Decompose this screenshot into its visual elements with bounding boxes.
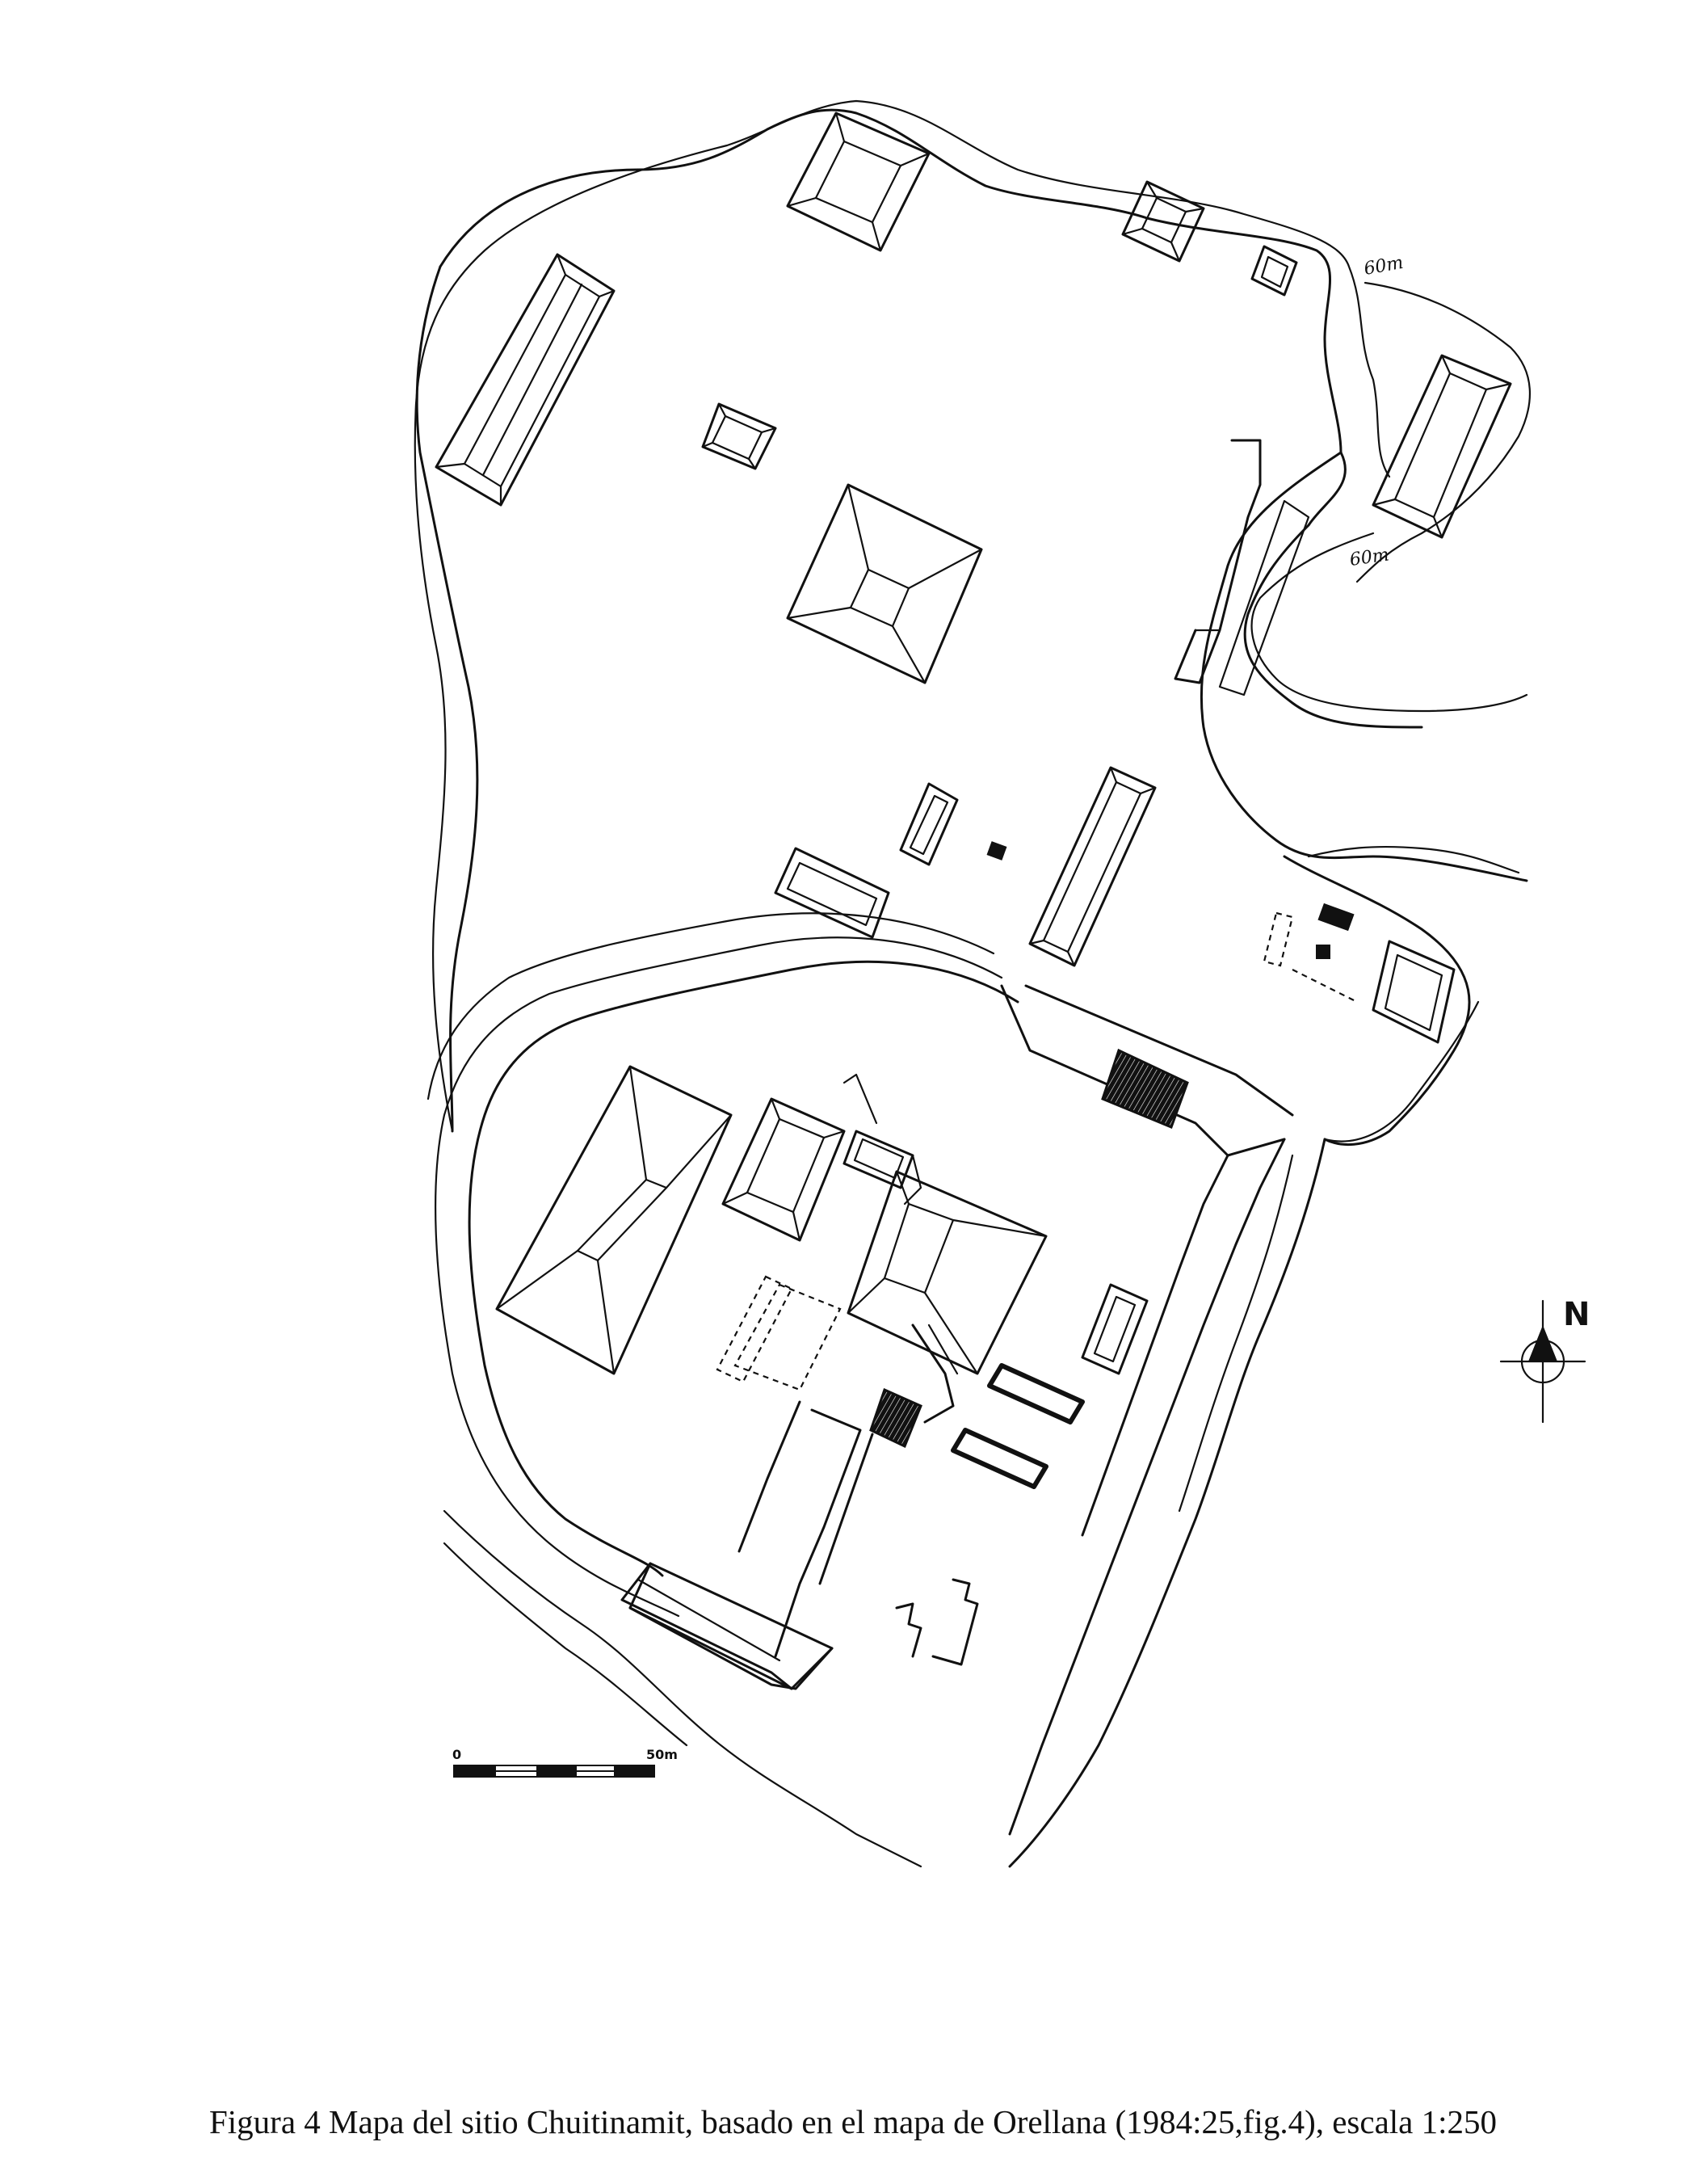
structure-rect-east-3 bbox=[951, 1428, 1048, 1489]
structure-small-rect-1 bbox=[899, 782, 959, 866]
structure-small-ne-2 bbox=[1250, 245, 1298, 297]
south-structures bbox=[495, 1065, 1149, 1690]
plateau-edge-southwest bbox=[468, 960, 1019, 1577]
structure-dashed-outline bbox=[716, 1275, 842, 1391]
structure-east-bulge-group bbox=[1263, 903, 1456, 1044]
structure-long-mound-nw bbox=[435, 253, 616, 507]
structure-pyramid-southwest bbox=[495, 1065, 733, 1375]
structure-rect-east-1 bbox=[1081, 1283, 1149, 1375]
scale-bar: 0 50m bbox=[452, 1747, 678, 1778]
structure-pyramid-south bbox=[620, 1562, 834, 1690]
mid-structures bbox=[774, 766, 1456, 1044]
scale-end-label: 50m bbox=[646, 1747, 678, 1762]
plateau-edge-east bbox=[1200, 451, 1528, 882]
north-arrow: N bbox=[1499, 1296, 1590, 1424]
terrain-contours bbox=[414, 99, 1531, 1868]
structure-bracket-south bbox=[895, 1578, 979, 1666]
structure-small-ne-1 bbox=[1121, 180, 1205, 263]
contour-south-outer bbox=[1178, 1154, 1294, 1513]
structure-rect-sw-plaza bbox=[774, 847, 890, 939]
structure-long-mound-ne bbox=[1372, 354, 1512, 539]
structure-long-mid bbox=[1028, 766, 1157, 967]
structure-square-south-1 bbox=[721, 1097, 846, 1242]
structure-range-east bbox=[1174, 439, 1310, 696]
contour-east-mid bbox=[1307, 845, 1520, 874]
plateau-edge-south bbox=[1008, 1138, 1326, 1868]
contour-label-east: 60m bbox=[1348, 545, 1390, 570]
contour-southwest-3 bbox=[443, 1509, 922, 1868]
structure-ramp-south bbox=[869, 1323, 959, 1449]
north-structures bbox=[435, 112, 1512, 696]
plateau-edge-north bbox=[439, 108, 1347, 527]
plateau-edge-west bbox=[415, 265, 479, 1133]
north-arrow-icon bbox=[1528, 1325, 1557, 1361]
figure-caption: Figura 4 Mapa del sitio Chuitinamit, bas… bbox=[208, 2103, 1498, 2140]
structure-small-west bbox=[701, 402, 777, 470]
contour-southwest-1 bbox=[435, 936, 1003, 1618]
structure-pyramid-north bbox=[786, 112, 931, 252]
structure-small-south-2 bbox=[842, 1130, 922, 1206]
contour-east-upper bbox=[1355, 281, 1531, 583]
contour-outer-north bbox=[414, 99, 1391, 1133]
contour-east-inner bbox=[1243, 524, 1423, 729]
contour-southwest-4 bbox=[443, 1542, 688, 1747]
contour-southwest-2 bbox=[426, 912, 995, 1100]
contour-label-north: 60m bbox=[1363, 253, 1405, 280]
north-label: N bbox=[1563, 1296, 1590, 1333]
stairway-north bbox=[1101, 1048, 1189, 1129]
structure-tiny-marker bbox=[986, 841, 1007, 861]
stairway-south bbox=[869, 1387, 922, 1449]
structure-enclosure-south bbox=[737, 1400, 874, 1658]
structure-rect-east-2 bbox=[987, 1363, 1085, 1424]
structure-pyramid-south-center bbox=[842, 1073, 1048, 1375]
plateau-edge-east-bulge bbox=[1283, 855, 1471, 1147]
contour-east-lower bbox=[1250, 532, 1528, 713]
contour-east-bulge-outer bbox=[1323, 1000, 1480, 1142]
scale-start-label: 0 bbox=[452, 1747, 461, 1762]
structure-central-pyramid bbox=[786, 483, 983, 684]
causeway bbox=[1000, 984, 1294, 1836]
